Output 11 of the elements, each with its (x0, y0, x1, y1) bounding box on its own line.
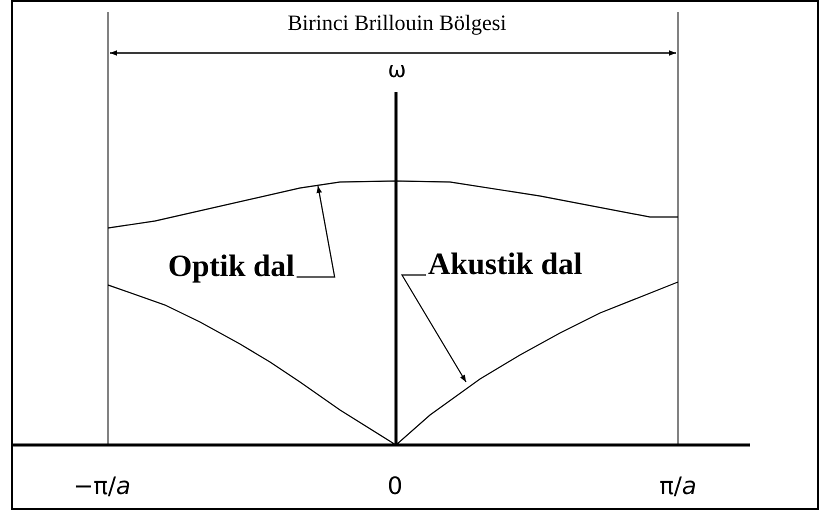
zone-title: Birinci Brillouin Bölgesi (288, 12, 506, 34)
axis-label: ω (388, 60, 406, 82)
branch-label: Optik dal (168, 250, 295, 281)
dispersion-curve (108, 281, 678, 446)
tick-label: π/a (659, 474, 697, 498)
branch-label: Akustik dal (428, 248, 582, 279)
leader-line (296, 186, 336, 278)
tick-label: −π/a (73, 474, 131, 498)
tick-label: 0 (387, 474, 403, 498)
leader-line (400, 274, 467, 382)
dispersion-curve (108, 180, 678, 229)
